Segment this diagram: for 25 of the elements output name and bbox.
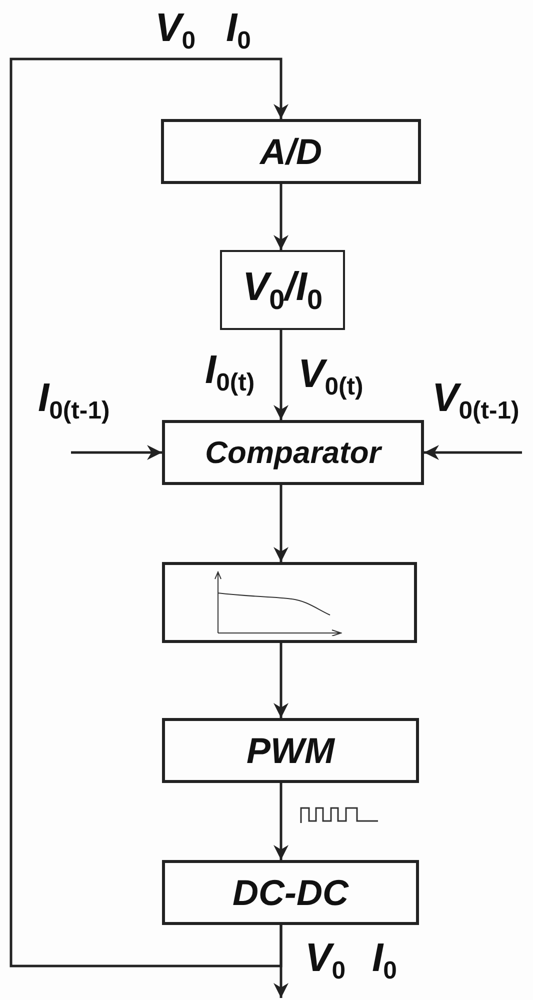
- signal-label: I$_{0}$: [226, 8, 251, 54]
- process-box: [220, 250, 345, 330]
- box-label: A/D: [260, 134, 322, 170]
- signal-label: V$_{0}$: [155, 8, 196, 54]
- signal-label: I$_{0(t)}$: [205, 350, 255, 396]
- box-label: Comparator: [205, 437, 381, 468]
- chart-box: [162, 562, 417, 643]
- arrow: [424, 445, 522, 460]
- arrow: [71, 445, 162, 460]
- process-box: [162, 718, 419, 783]
- arrow: [274, 783, 288, 860]
- process-box: [162, 860, 419, 925]
- process-box: [162, 420, 424, 485]
- arrow: [274, 485, 288, 562]
- signal-label: V$_{0}$: [305, 938, 346, 984]
- process-box: [161, 119, 421, 184]
- box-label: V$_{0}$/I$_{0}$: [242, 266, 323, 314]
- box-label: DC-DC: [232, 874, 348, 910]
- arrow: [274, 184, 288, 250]
- box-label: PWM: [246, 732, 334, 768]
- arrow: [274, 643, 288, 718]
- signal-label: I$_{0}$: [372, 938, 397, 984]
- arrow: [10, 58, 288, 968]
- arrow: [274, 330, 288, 420]
- signal-label: V$_{0(t)}$: [298, 354, 364, 400]
